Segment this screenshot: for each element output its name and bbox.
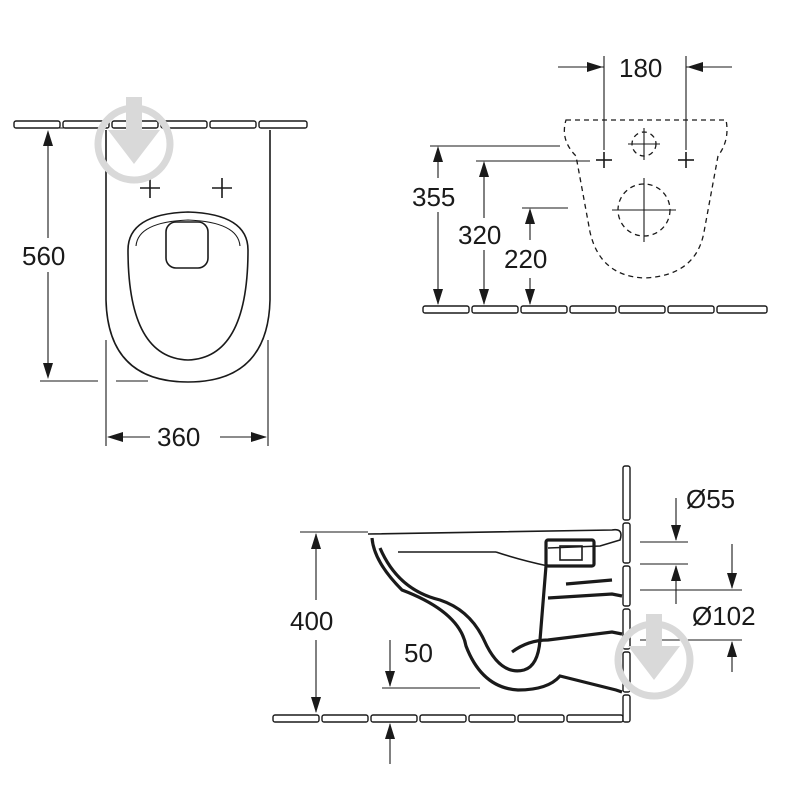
dim-water-depth-label: 50 [404,638,433,668]
dimension-width: 360 [105,340,269,452]
dim-drain-height-label: 320 [458,220,501,250]
top-view-bolt-marks [140,178,232,198]
side-view-inlet-connector [544,538,596,568]
dim-bolt-spacing-label: 180 [619,53,662,83]
side-view-bowl-inner [378,547,548,673]
top-view: 560 360 [13,120,308,452]
watermark-bottom [614,614,694,700]
rear-view-bolts [596,152,694,168]
dimension-outlet-diameter: Ø102 [640,544,756,672]
dimension-drain-height: 320 [458,160,590,305]
dim-rim-height-label: 400 [290,606,333,636]
dimension-rim-height: 400 [290,531,368,713]
dim-outlet-diameter-label: Ø102 [692,601,756,631]
dimension-bolt-spacing: 180 [558,53,732,150]
rear-view-inlet [628,128,660,160]
dim-inlet-height-label: 220 [504,244,547,274]
dim-bolt-height-label: 355 [412,182,455,212]
top-view-flush-opening [165,221,209,269]
side-view-trap [511,630,623,654]
side-view-bowl-profile [370,537,623,694]
dim-inlet-diameter-label: Ø55 [686,484,735,514]
rear-view-floor [422,305,768,314]
top-view-seat-inner [135,219,241,247]
top-view-bowl-outline [105,130,271,383]
rear-view: 180 355 320 220 [412,53,768,314]
top-view-seat-opening [127,211,249,361]
dimension-inlet-height: 220 [504,207,568,305]
dim-length-label: 560 [22,241,65,271]
dimension-bolt-height: 355 [412,145,560,305]
side-view: 400 50 Ø55 Ø102 [272,465,756,764]
dimension-length: 560 [22,127,148,382]
dimension-water-depth: 50 [382,638,480,764]
dimension-inlet-diameter: Ø55 [640,484,735,604]
rear-view-outlet [612,178,676,242]
watermark-top [94,97,174,184]
top-view-wall [13,120,308,129]
side-view-floor [272,714,624,723]
dim-width-label: 360 [157,422,200,452]
side-view-rim [367,528,622,549]
